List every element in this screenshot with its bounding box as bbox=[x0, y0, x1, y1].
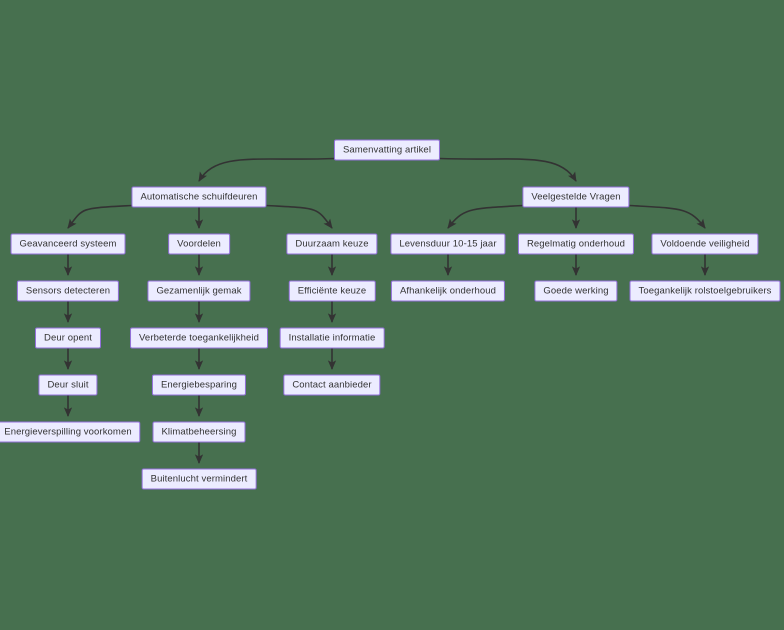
node-label: Samenvatting artikel bbox=[342, 144, 432, 156]
edge-l1b-to-l2d bbox=[447, 204, 523, 229]
node-label: Sensors detecteren bbox=[25, 285, 111, 297]
node-label: Automatische schuifdeuren bbox=[140, 191, 258, 203]
node-label: Geavanceerd systeem bbox=[19, 238, 117, 250]
node-l5a[interactable]: Deur sluit bbox=[38, 374, 98, 396]
node-l5c[interactable]: Contact aanbieder bbox=[283, 374, 381, 396]
node-label: Energieverspilling voorkomen bbox=[4, 426, 132, 438]
node-label: Efficiënte keuze bbox=[297, 285, 367, 297]
node-l2d[interactable]: Levensduur 10-15 jaar bbox=[390, 233, 506, 255]
node-l2f[interactable]: Voldoende veiligheid bbox=[651, 233, 759, 255]
node-l3e[interactable]: Goede werking bbox=[534, 280, 618, 302]
node-l6b[interactable]: Klimatbeheersing bbox=[152, 421, 246, 443]
edge-l1a-to-l2a bbox=[67, 204, 132, 229]
node-l1a[interactable]: Automatische schuifdeuren bbox=[131, 186, 267, 208]
node-l5b[interactable]: Energiebesparing bbox=[151, 374, 247, 396]
node-label: Deur sluit bbox=[47, 379, 89, 391]
node-label: Voldoende veiligheid bbox=[660, 238, 750, 250]
node-l2e[interactable]: Regelmatig onderhoud bbox=[517, 233, 635, 255]
node-l6a[interactable]: Energieverspilling voorkomen bbox=[0, 421, 141, 443]
node-label: Verbeterde toegankelijkheid bbox=[139, 332, 259, 344]
edge-l1a-to-l2c bbox=[266, 204, 333, 229]
node-l3f[interactable]: Toegankelijk rolstoelgebruikers bbox=[629, 280, 781, 302]
node-l3a[interactable]: Sensors detecteren bbox=[16, 280, 120, 302]
node-label: Contact aanbieder bbox=[292, 379, 372, 391]
node-label: Regelmatig onderhoud bbox=[526, 238, 626, 250]
node-l2a[interactable]: Geavanceerd systeem bbox=[10, 233, 126, 255]
node-l3b[interactable]: Gezamenlijk gemak bbox=[147, 280, 251, 302]
node-l7b[interactable]: Buitenlucht vermindert bbox=[141, 468, 257, 490]
node-label: Levensduur 10-15 jaar bbox=[399, 238, 497, 250]
node-l4a[interactable]: Deur opent bbox=[34, 327, 102, 349]
node-label: Toegankelijk rolstoelgebruikers bbox=[638, 285, 772, 297]
edge-root-to-l1b bbox=[439, 157, 577, 182]
node-l2b[interactable]: Voordelen bbox=[168, 233, 230, 255]
edge-root-to-l1a bbox=[198, 157, 335, 182]
node-label: Energiebesparing bbox=[160, 379, 238, 391]
node-label: Veelgestelde Vragen bbox=[531, 191, 621, 203]
node-label: Voordelen bbox=[177, 238, 221, 250]
edge-group bbox=[63, 157, 710, 464]
edge-l1b-to-l2f bbox=[629, 204, 706, 229]
node-root[interactable]: Samenvatting artikel bbox=[333, 139, 441, 161]
node-label: Deur opent bbox=[43, 332, 93, 344]
node-label: Goede werking bbox=[543, 285, 609, 297]
node-l2c[interactable]: Duurzaam keuze bbox=[286, 233, 378, 255]
node-label: Klimatbeheersing bbox=[161, 426, 237, 438]
node-l3d[interactable]: Afhankelijk onderhoud bbox=[390, 280, 506, 302]
node-label: Gezamenlijk gemak bbox=[156, 285, 242, 297]
node-label: Buitenlucht vermindert bbox=[150, 473, 248, 485]
node-label: Afhankelijk onderhoud bbox=[399, 285, 497, 297]
node-l3c[interactable]: Efficiënte keuze bbox=[288, 280, 376, 302]
node-label: Duurzaam keuze bbox=[295, 238, 369, 250]
node-l1b[interactable]: Veelgestelde Vragen bbox=[522, 186, 630, 208]
node-label: Installatie informatie bbox=[288, 332, 376, 344]
node-l4b[interactable]: Verbeterde toegankelijkheid bbox=[130, 327, 268, 349]
node-l4c[interactable]: Installatie informatie bbox=[279, 327, 385, 349]
